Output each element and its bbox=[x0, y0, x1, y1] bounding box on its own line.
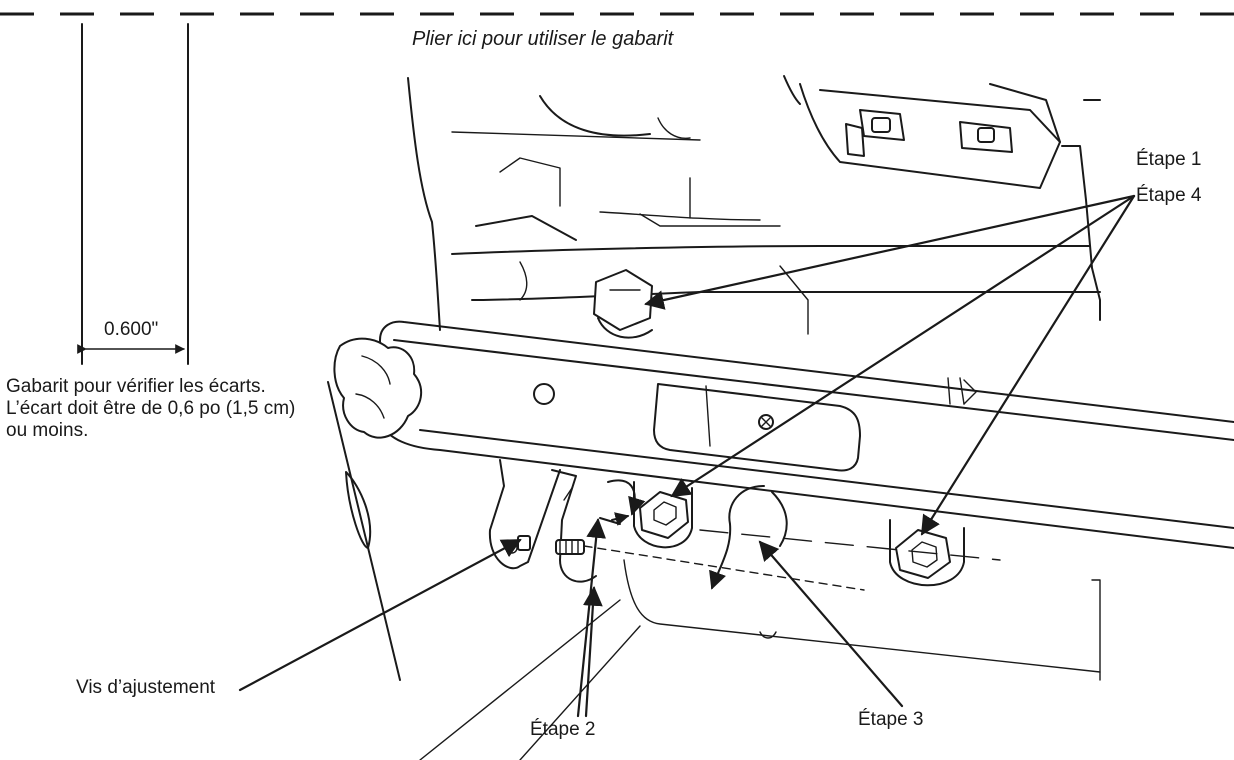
gauge-template bbox=[77, 23, 189, 365]
gauge-dimension-label: 0.600" bbox=[104, 319, 159, 340]
top-bolt bbox=[593, 269, 653, 339]
machine-body bbox=[407, 77, 1101, 335]
gauge-note: Gabarit pour vérifier les écarts. L’écar… bbox=[6, 376, 296, 441]
callout-leaders bbox=[238, 194, 1136, 718]
step3-label: Étape 3 bbox=[858, 709, 924, 730]
adjust-screw-label: Vis d’ajustement bbox=[76, 677, 216, 698]
step4-label: Étape 4 bbox=[1136, 185, 1202, 206]
rail bbox=[379, 320, 1234, 549]
fold-instruction: Plier ici pour utiliser le gabarit bbox=[412, 28, 674, 50]
step2-label: Étape 2 bbox=[530, 719, 596, 740]
lower-bolts bbox=[633, 481, 965, 587]
upper-bracket bbox=[783, 75, 1061, 189]
step1-label: Étape 1 bbox=[1136, 149, 1202, 170]
knob bbox=[333, 337, 423, 439]
